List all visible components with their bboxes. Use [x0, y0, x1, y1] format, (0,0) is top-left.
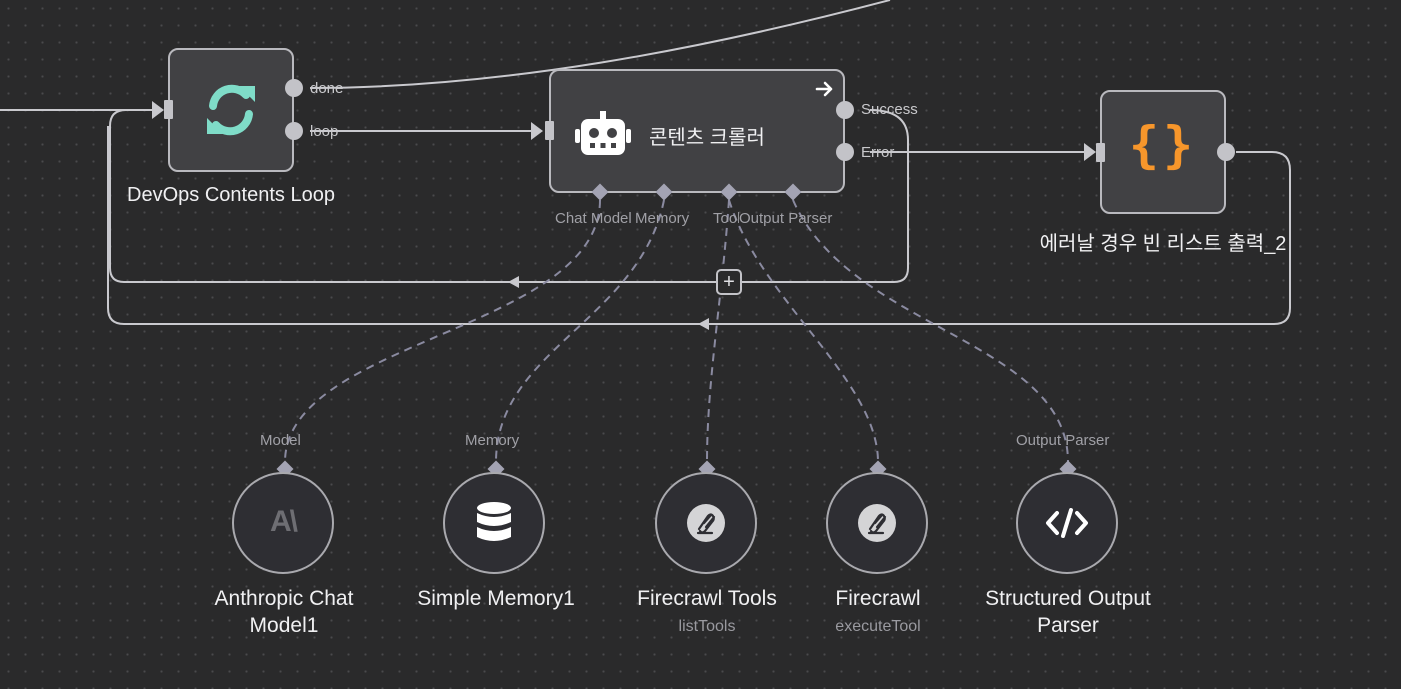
connector-label-model: Model: [260, 432, 301, 449]
connector-label-output-parser: Output Parser: [1016, 432, 1110, 449]
firecrawl-icon: [858, 504, 896, 542]
loop-input-port[interactable]: [164, 100, 173, 119]
braces-icon: {}: [1128, 116, 1198, 174]
agent-output-error[interactable]: [836, 143, 854, 161]
agent-input-port[interactable]: [545, 121, 554, 140]
agent-port-label-memory: Memory: [635, 210, 690, 227]
code-node-title: 에러날 경우 빈 리스트 출력_2: [1039, 233, 1287, 255]
refresh-icon: [207, 84, 255, 136]
anthropic-icon: A\: [270, 505, 298, 538]
agent-port-label-output-parser: Output Parser: [739, 210, 833, 227]
firecrawl-icon: [687, 504, 725, 542]
loop-output-loop[interactable]: [285, 122, 303, 140]
code-output-port[interactable]: [1217, 143, 1235, 161]
subnode-firecrawl[interactable]: [826, 472, 928, 574]
subnode-structured-output-parser[interactable]: [1016, 472, 1118, 574]
subnode-title-firecrawl: Firecrawl: [835, 587, 921, 610]
subnode-title-firecrawl-tools: Firecrawl Tools: [637, 587, 777, 610]
code-node[interactable]: {}: [1100, 90, 1226, 214]
arrow-right-icon[interactable]: [815, 80, 835, 98]
robot-icon: [575, 111, 631, 155]
agent-port-label-tool: Tool: [713, 210, 739, 227]
agent-success-label: Success: [861, 101, 918, 118]
agent-error-label: Error: [861, 144, 895, 161]
loop-loop-label: loop: [310, 123, 339, 140]
loop-node-title: DevOps Contents Loop: [127, 184, 335, 206]
database-icon: [477, 502, 511, 541]
subnode-firecrawl-tools[interactable]: [655, 472, 757, 574]
subnode-simple-memory[interactable]: [443, 472, 545, 574]
subnode-title-memory: Simple Memory1: [417, 587, 575, 610]
code-icon: [1046, 508, 1088, 538]
subnode-anthropic-chat-model[interactable]: A\: [232, 472, 334, 574]
agent-port-label-chat-model: Chat Model: [555, 210, 632, 227]
agent-node-title: 콘텐츠 크롤러: [649, 127, 765, 149]
subnode-title-output-parser-line2: Parser: [1037, 614, 1099, 637]
subnode-subtitle-firecrawl-tools: listTools: [678, 618, 736, 635]
agent-node[interactable]: 콘텐츠 크롤러: [549, 69, 845, 193]
agent-output-success[interactable]: [836, 101, 854, 119]
subnode-title-anthropic-line1: Anthropic Chat: [214, 587, 354, 610]
subnode-title-anthropic-line2: Model1: [249, 614, 319, 637]
loop-done-label: done: [310, 80, 344, 97]
loop-output-done[interactable]: [285, 79, 303, 97]
add-node-button[interactable]: +: [716, 269, 742, 295]
subnode-subtitle-firecrawl: executeTool: [835, 618, 921, 635]
loop-node[interactable]: [168, 48, 294, 172]
connector-label-memory: Memory: [465, 432, 520, 449]
subnode-title-output-parser-line1: Structured Output: [985, 587, 1151, 610]
code-input-port[interactable]: [1096, 143, 1105, 162]
